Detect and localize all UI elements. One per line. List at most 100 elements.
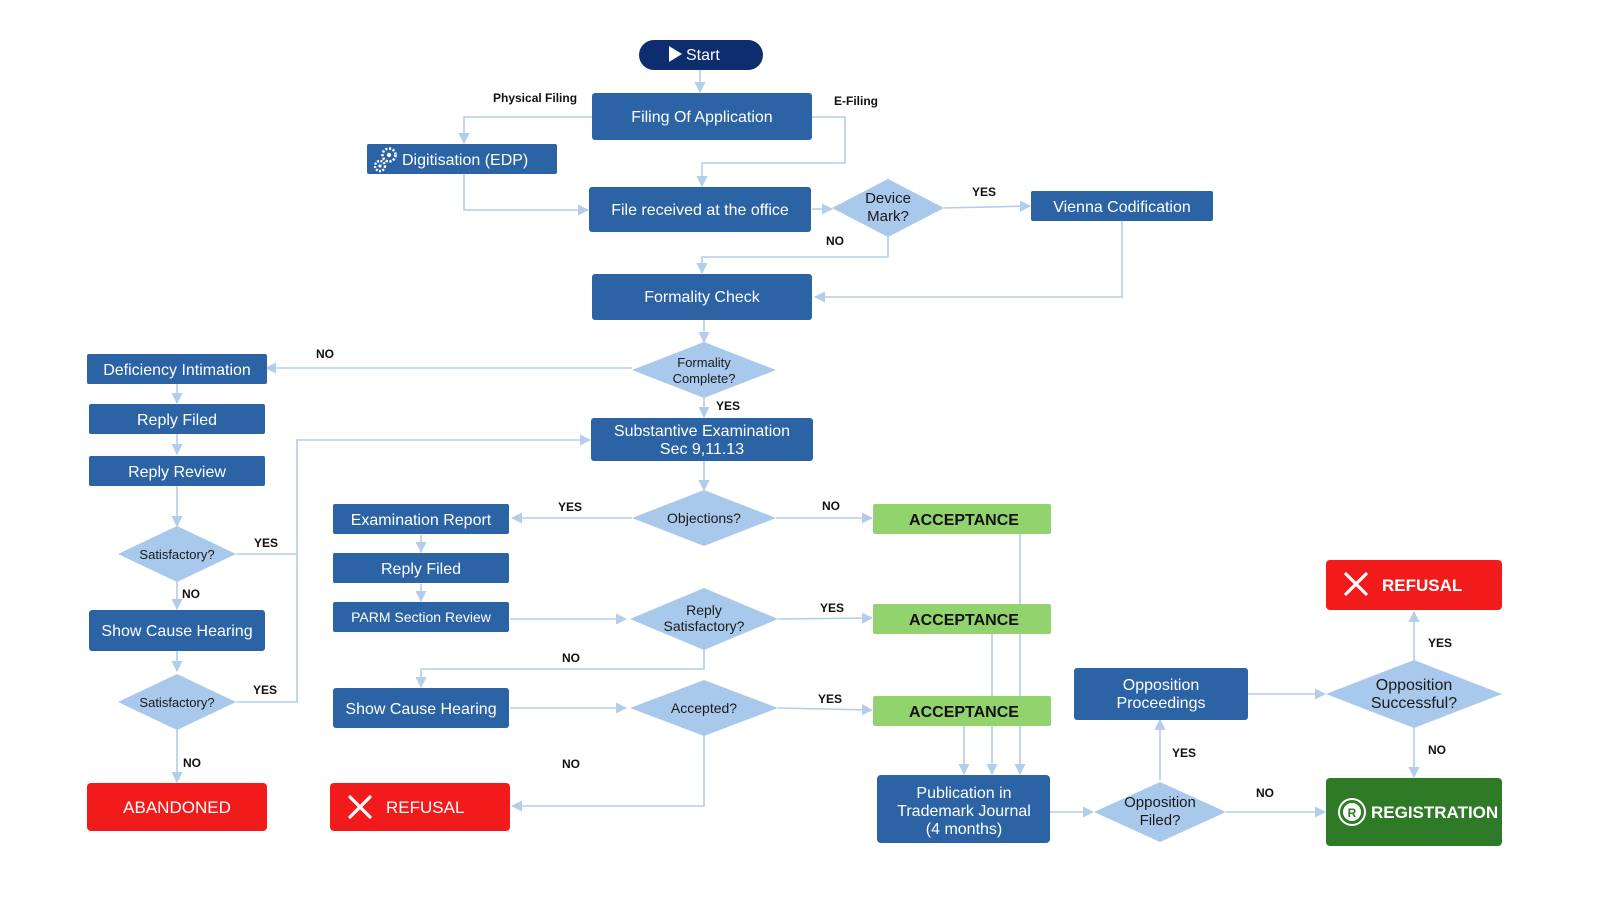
cross-icon — [348, 795, 372, 819]
opposition-proceedings-line1: Opposition — [1123, 677, 1200, 694]
digitisation-node[interactable]: Digitisation (EDP) — [367, 144, 557, 174]
formality-complete-decision[interactable]: Formality Complete? — [632, 342, 776, 398]
examination-report-node[interactable]: Examination Report — [333, 504, 509, 534]
reply-satisfactory-line1: Reply — [686, 602, 722, 618]
label-physical-filing: Physical Filing — [493, 91, 577, 105]
acceptance-label-1: ACCEPTANCE — [909, 512, 1019, 529]
edge-accepted-refusal1 — [510, 735, 705, 812]
reply-filed-node-2[interactable]: Reply Filed — [333, 553, 509, 583]
vienna-codification-node[interactable]: Vienna Codification — [1031, 191, 1213, 221]
opposition-filed-decision[interactable]: Opposition Filed? — [1094, 782, 1226, 842]
publication-node[interactable]: Publication in Trademark Journal (4 mont… — [877, 775, 1050, 843]
nodes: Start Filing Of Application Digitisation… — [87, 40, 1502, 846]
opposition-successful-line2: Successful? — [1371, 695, 1457, 712]
substantive-examination-node[interactable]: Substantive Examination Sec 9,11.13 — [591, 418, 813, 461]
acceptance-label-2: ACCEPTANCE — [909, 612, 1019, 629]
opposition-filed-line1: Opposition — [1124, 794, 1196, 811]
gears-icon — [373, 147, 397, 173]
refusal-label-1: REFUSAL — [386, 798, 464, 817]
acceptance-node-3[interactable]: ACCEPTANCE — [873, 696, 1051, 726]
edge-labels: Physical Filing E-Filing YES NO NO YES Y… — [182, 91, 1452, 800]
edge-accepted-acceptance3 — [777, 704, 874, 716]
refusal-node-1[interactable]: REFUSAL — [330, 783, 510, 831]
refusal-label-2: REFUSAL — [1382, 576, 1462, 595]
label-formality-no: NO — [316, 347, 334, 361]
abandoned-node[interactable]: ABANDONED — [87, 783, 267, 831]
publication-line3: (4 months) — [926, 821, 1002, 838]
registration-label: REGISTRATION — [1371, 803, 1498, 822]
file-received-node[interactable]: File received at the office — [589, 187, 811, 232]
label-device-no: NO — [826, 234, 844, 248]
reply-filed-label-1: Reply Filed — [137, 412, 217, 429]
device-mark-line1: Device — [865, 190, 911, 207]
start-label: Start — [686, 47, 720, 64]
label-objections-yes: YES — [558, 500, 582, 514]
objections-label: Objections? — [667, 510, 741, 526]
publication-line2: Trademark Journal — [897, 803, 1031, 820]
reply-filed-node-1[interactable]: Reply Filed — [89, 404, 265, 434]
device-mark-decision[interactable]: Device Mark? — [832, 179, 944, 237]
label-accepted-no: NO — [562, 757, 580, 771]
edge-sat1-substantive — [236, 434, 592, 555]
connectors — [171, 69, 1420, 818]
edge-sat2-yes — [236, 554, 298, 703]
acceptance-node-1[interactable]: ACCEPTANCE — [873, 504, 1051, 534]
show-cause-hearing-node-2[interactable]: Show Cause Hearing — [333, 688, 509, 728]
objections-decision[interactable]: Objections? — [632, 490, 776, 546]
acceptance-node-2[interactable]: ACCEPTANCE — [873, 604, 1051, 634]
start-node[interactable]: Start — [639, 40, 763, 70]
edge-device-vienna — [943, 200, 1032, 212]
parm-section-review-label: PARM Section Review — [351, 609, 492, 625]
examination-report-label: Examination Report — [351, 512, 492, 529]
label-formality-yes: YES — [716, 399, 740, 413]
reply-satisfactory-decision[interactable]: Reply Satisfactory? — [630, 588, 778, 650]
opposition-successful-decision[interactable]: Opposition Successful? — [1326, 660, 1502, 728]
edge-digitisation-file-received — [463, 174, 590, 216]
edge-reply-sat-show-cause2 — [415, 648, 705, 689]
edge-reply-sat-acceptance2 — [777, 612, 874, 624]
filing-of-application-label: Filing Of Application — [631, 109, 772, 126]
abandoned-label: ABANDONED — [123, 798, 231, 817]
satisfactory-decision-2[interactable]: Satisfactory? — [118, 674, 236, 730]
label-accepted-yes: YES — [818, 692, 842, 706]
edge-filing-digitisation — [458, 116, 592, 145]
play-icon — [669, 46, 682, 62]
reply-review-label: Reply Review — [128, 464, 226, 481]
formality-complete-line1: Formality — [677, 355, 731, 370]
label-device-yes: YES — [972, 185, 996, 199]
label-opp-filed-yes: YES — [1172, 746, 1196, 760]
deficiency-intimation-label: Deficiency Intimation — [103, 362, 251, 379]
show-cause-hearing-label-2: Show Cause Hearing — [345, 701, 496, 718]
opposition-proceedings-node[interactable]: Opposition Proceedings — [1074, 668, 1248, 720]
opposition-filed-line2: Filed? — [1140, 812, 1181, 829]
label-sat2-no: NO — [183, 756, 201, 770]
satisfactory-decision-1[interactable]: Satisfactory? — [118, 526, 236, 582]
label-opp-success-yes: YES — [1428, 636, 1452, 650]
opposition-successful-line1: Opposition — [1376, 677, 1453, 694]
deficiency-intimation-node[interactable]: Deficiency Intimation — [87, 354, 267, 384]
filing-of-application-node[interactable]: Filing Of Application — [592, 93, 812, 140]
label-opp-filed-no: NO — [1256, 786, 1274, 800]
reply-filed-label-2: Reply Filed — [381, 561, 461, 578]
label-e-filing: E-Filing — [834, 94, 878, 108]
label-sat2-yes: YES — [253, 683, 277, 697]
accepted-label: Accepted? — [671, 700, 737, 716]
refusal-node-2[interactable]: REFUSAL — [1326, 560, 1502, 610]
opposition-proceedings-line2: Proceedings — [1117, 695, 1206, 712]
edge-vienna-formality-check — [813, 221, 1123, 303]
formality-check-node[interactable]: Formality Check — [592, 274, 812, 320]
publication-line1: Publication in — [916, 785, 1011, 802]
registration-node[interactable]: R REGISTRATION — [1326, 778, 1502, 846]
registered-mark-icon: R — [1338, 798, 1366, 826]
substantive-examination-line1: Substantive Examination — [614, 423, 790, 440]
svg-text:R: R — [1348, 806, 1357, 820]
label-opp-success-no: NO — [1428, 743, 1446, 757]
reply-review-node[interactable]: Reply Review — [89, 456, 265, 486]
accepted-decision[interactable]: Accepted? — [630, 680, 778, 736]
show-cause-hearing-node-1[interactable]: Show Cause Hearing — [89, 610, 265, 651]
parm-section-review-node[interactable]: PARM Section Review — [333, 602, 509, 632]
acceptance-label-3: ACCEPTANCE — [909, 704, 1019, 721]
satisfactory-label-1: Satisfactory? — [139, 547, 214, 562]
label-sat1-no: NO — [182, 587, 200, 601]
